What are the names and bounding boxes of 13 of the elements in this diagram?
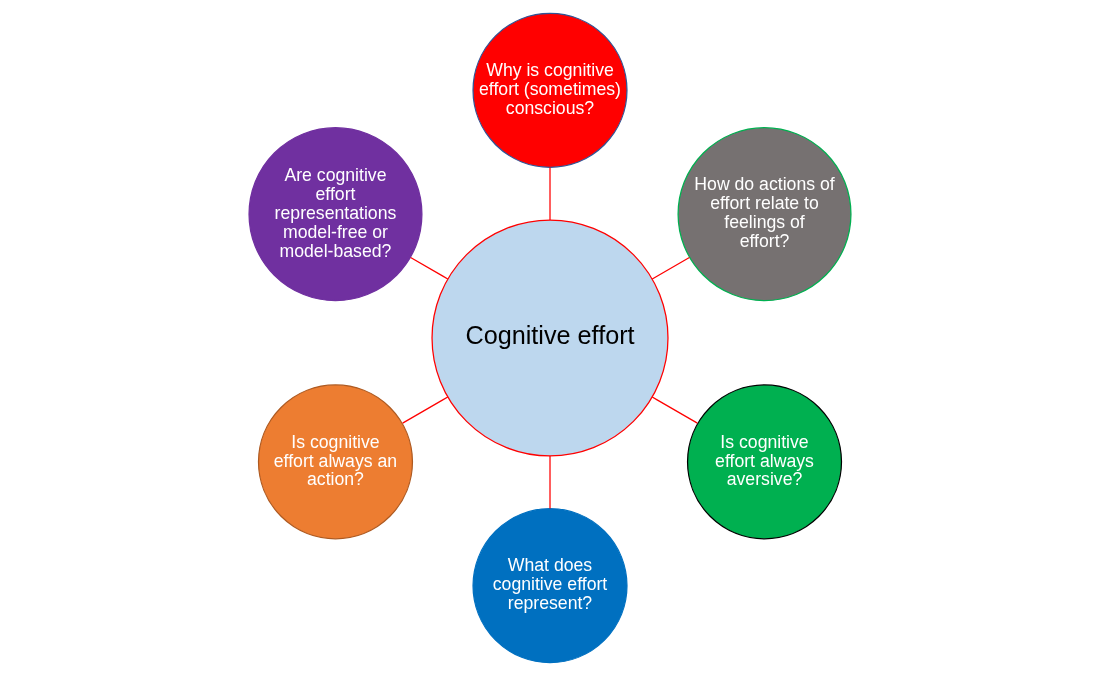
connector — [651, 396, 698, 424]
connector — [401, 396, 448, 424]
node-circle: How do actions of effort relate to feelings of effort? — [676, 127, 852, 302]
node-circle: Cognitive effort — [430, 219, 669, 457]
node-circle: What does cognitive effort represent? — [471, 508, 628, 664]
node-circle: Why is cognitive effort (sometimes) conscious? — [471, 12, 628, 168]
connector — [548, 166, 551, 221]
node-circle: Is cognitive effort always aversive? — [686, 384, 842, 540]
node-circle: Are cognitive effort representations model-free or model-based? — [247, 127, 423, 302]
connector — [548, 455, 551, 510]
node-circle: Is cognitive effort always an action? — [257, 384, 413, 540]
connector — [409, 256, 448, 280]
connector — [651, 256, 690, 280]
